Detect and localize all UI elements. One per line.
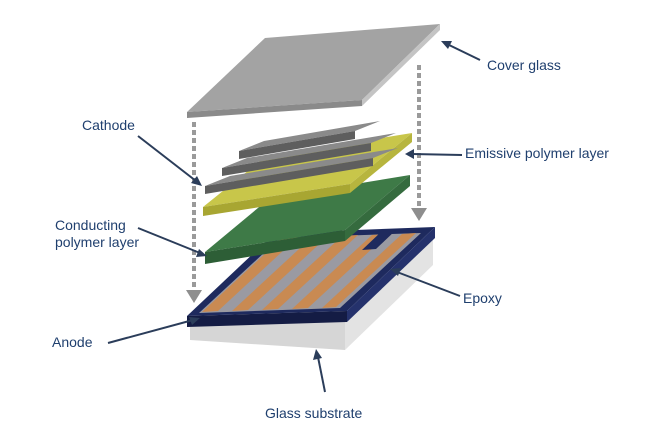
cathode-bars bbox=[205, 121, 398, 194]
anode-leader bbox=[107, 319, 194, 344]
cathode-label: Cathode bbox=[82, 117, 135, 133]
glass-substrate-leader bbox=[317, 356, 326, 393]
conducting-polymer-layer-label: Conducting polymer layer bbox=[55, 217, 140, 250]
anode-label: Anode bbox=[52, 334, 93, 350]
leader-lines bbox=[107, 41, 481, 393]
anode-stripes bbox=[202, 230, 416, 312]
cathode-leader bbox=[137, 135, 197, 182]
epoxy-leader bbox=[396, 271, 461, 297]
cover-glass-leader bbox=[446, 43, 481, 61]
glass-substrate-label: Glass substrate bbox=[265, 405, 363, 421]
assembly-arrows bbox=[186, 65, 427, 303]
conducting-polymer-layer-shape bbox=[205, 175, 410, 264]
emissive-polymer-layer-label: Emissive polymer layer bbox=[465, 145, 609, 161]
cover-glass-label: Cover glass bbox=[487, 57, 561, 73]
cover-glass-shape bbox=[187, 24, 440, 118]
epoxy-label: Epoxy bbox=[463, 290, 502, 306]
emissive-leader bbox=[411, 153, 463, 156]
conducting-leader bbox=[137, 227, 201, 254]
